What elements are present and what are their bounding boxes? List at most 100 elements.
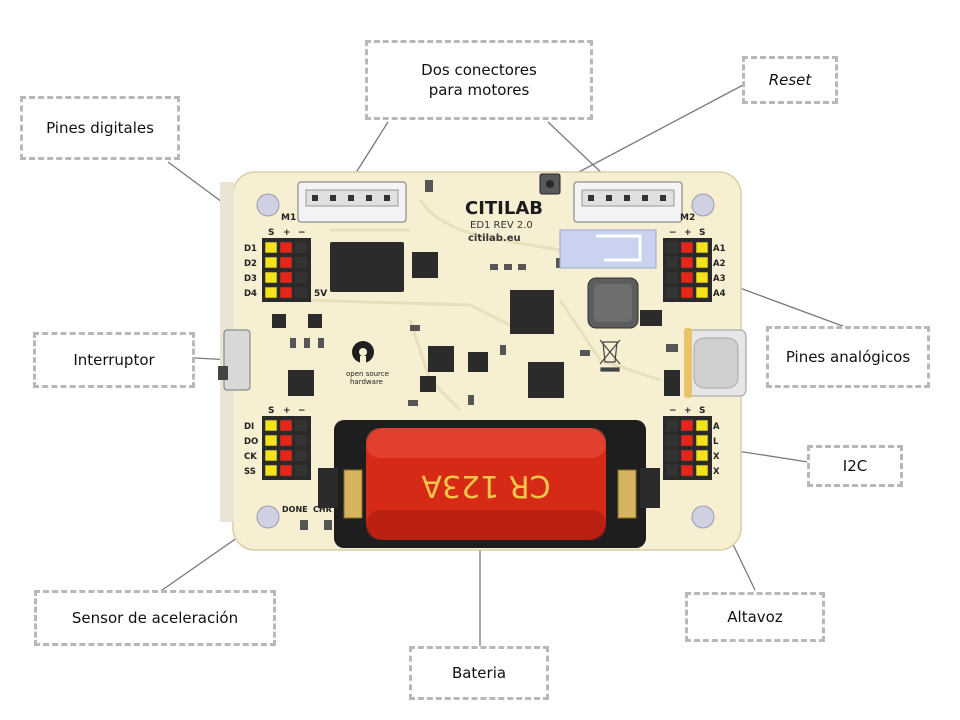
i2c-pin-label: X (713, 467, 720, 477)
header-sign-label: + (684, 406, 692, 416)
header-pin[interactable] (695, 271, 709, 284)
callout-interruptor: Interruptor (33, 332, 195, 388)
callout-altavoz: Altavoz (685, 592, 825, 642)
chips (272, 242, 680, 398)
digital-pin-label: D4 (244, 289, 257, 299)
board-website: citilab.eu (468, 233, 521, 244)
header-pin[interactable] (665, 419, 679, 432)
header-pin[interactable] (680, 434, 694, 447)
leader-reset (559, 83, 746, 183)
spi-pin-label: DI (244, 422, 254, 432)
header-sign-label: S (699, 228, 705, 238)
callout-sensor-aceleracion: Sensor de aceleración (34, 590, 276, 646)
spi-pin-label: SS (244, 467, 256, 477)
callout-bateria: Bateria (409, 646, 549, 700)
header-pin[interactable] (264, 449, 278, 462)
header-pin[interactable] (680, 464, 694, 477)
header-pin[interactable] (279, 256, 293, 269)
header-pin[interactable] (279, 241, 293, 254)
header-pin[interactable] (264, 464, 278, 477)
header-pin[interactable] (695, 286, 709, 299)
header-pin[interactable] (294, 434, 308, 447)
weee-symbol (599, 339, 621, 372)
header-pin[interactable] (264, 271, 278, 284)
oshw-text-2: hardware (350, 378, 383, 386)
header-pin[interactable] (294, 271, 308, 284)
header-pin[interactable] (294, 256, 308, 269)
header-sign-label: + (684, 228, 692, 238)
header-pin[interactable] (665, 256, 679, 269)
analog-pin-label: A3 (713, 274, 726, 284)
analog-pin-label: A4 (713, 289, 726, 299)
callout-reset: Reset (742, 56, 838, 104)
spi-pin-label: CK (244, 452, 257, 462)
header-pin[interactable] (279, 449, 293, 462)
header-pin[interactable] (665, 286, 679, 299)
header-pin[interactable] (680, 419, 694, 432)
spi-pin-header: S +− DI DO CK SS (244, 406, 311, 480)
board-brand: CITILAB (465, 198, 543, 219)
oshw-logo-icon (352, 341, 374, 364)
oshw-text-1: open source (346, 370, 389, 378)
digital-pin-label: D3 (244, 274, 257, 284)
header-sign-label: S (268, 228, 274, 238)
mounting-holes (256, 193, 715, 529)
header-pin[interactable] (279, 464, 293, 477)
header-sign-label: S (268, 406, 274, 416)
header-pin[interactable] (279, 271, 293, 284)
header-pin[interactable] (264, 256, 278, 269)
header-pin[interactable] (264, 434, 278, 447)
header-pin[interactable] (695, 241, 709, 254)
header-pin[interactable] (680, 271, 694, 284)
digital-pin-label: D1 (244, 244, 257, 254)
header-pin[interactable] (294, 241, 308, 254)
header-pin[interactable] (279, 419, 293, 432)
header-pin[interactable] (279, 434, 293, 447)
led-label-done: DONE (282, 505, 308, 514)
header-pin[interactable] (665, 271, 679, 284)
header-pin[interactable] (294, 286, 308, 299)
header-sign-label: − (298, 406, 306, 416)
header-pin[interactable] (695, 419, 709, 432)
header-pin[interactable] (665, 449, 679, 462)
header-pin[interactable] (680, 286, 694, 299)
callout-pines-analogicos: Pines analógicos (766, 326, 930, 388)
callout-pines-digitales: Pines digitales (20, 96, 180, 160)
header-pin[interactable] (279, 286, 293, 299)
power-switch[interactable] (218, 329, 251, 391)
analog-pin-label: A2 (713, 259, 726, 269)
header-pin[interactable] (294, 449, 308, 462)
spi-pin-label: DO (244, 437, 258, 447)
antenna (559, 229, 657, 269)
header-pin[interactable] (665, 434, 679, 447)
header-pin[interactable] (665, 241, 679, 254)
reset-button[interactable] (539, 173, 561, 195)
header-pin[interactable] (695, 449, 709, 462)
header-pin[interactable] (680, 241, 694, 254)
i2c-pin-label: X (713, 452, 720, 462)
analog-pin-label: A1 (713, 244, 726, 254)
header-pin[interactable] (264, 286, 278, 299)
usb-c-port (684, 328, 747, 398)
header-sign-label: − (669, 228, 677, 238)
header-pin[interactable] (680, 256, 694, 269)
header-pin[interactable] (695, 464, 709, 477)
header-sign-label: − (298, 228, 306, 238)
header-pin[interactable] (264, 419, 278, 432)
header-sign-label: S (699, 406, 705, 416)
header-pin[interactable] (695, 434, 709, 447)
header-pin[interactable] (264, 241, 278, 254)
header-pin[interactable] (294, 419, 308, 432)
header-sign-label: + (283, 406, 291, 416)
header-pin[interactable] (680, 449, 694, 462)
header-pin[interactable] (294, 464, 308, 477)
motor-connector-left (297, 181, 407, 223)
header-pin[interactable] (695, 256, 709, 269)
passive-components (290, 180, 678, 530)
digital-pin-label: D2 (244, 259, 257, 269)
header-pin[interactable] (665, 464, 679, 477)
